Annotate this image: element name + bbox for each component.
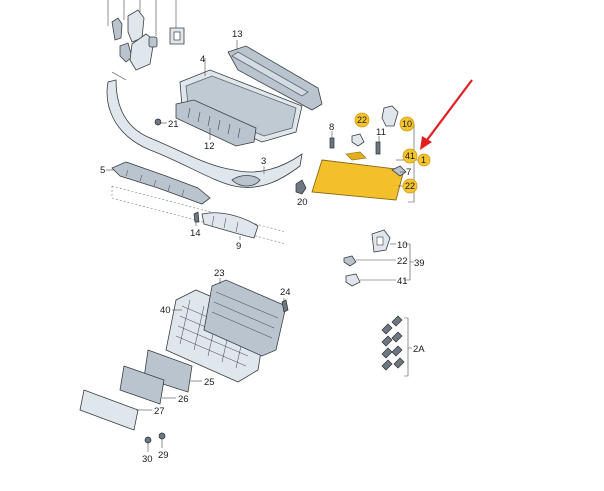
- label-20: 20: [297, 197, 308, 208]
- part-screw-24: [281, 298, 289, 313]
- highlight-callouts: [354, 112, 431, 194]
- part-lower-insert: [175, 99, 257, 147]
- part-screw-14: [193, 211, 200, 226]
- part-plate-bracket: [119, 365, 176, 405]
- label-13: 13: [232, 29, 243, 40]
- label-30: 30: [142, 454, 153, 465]
- label-8: 8: [329, 122, 334, 133]
- label-22-group: 22: [397, 256, 408, 267]
- part-tow-hook-cover-highlight: [311, 151, 405, 201]
- part-bumper-cover: [106, 71, 303, 188]
- label-14: 14: [190, 228, 201, 239]
- part-bracket-20: [295, 179, 307, 195]
- label-24: 24: [280, 287, 291, 298]
- part-crossmember: [227, 40, 323, 111]
- clip-group-top: [107, 0, 185, 71]
- label-29: 29: [158, 450, 169, 461]
- part-license-plate: [79, 389, 152, 431]
- label-41-group: 41: [397, 276, 408, 287]
- part-group-39: [343, 229, 414, 287]
- label-27: 27: [154, 406, 165, 417]
- label-10-group: 10: [397, 240, 408, 251]
- assembly-guide: [111, 185, 287, 245]
- label-39: 39: [414, 258, 425, 269]
- part-fog-grille: [201, 212, 259, 240]
- label-26: 26: [178, 394, 189, 405]
- label-9: 9: [236, 241, 241, 252]
- label-7: 7: [406, 167, 411, 178]
- red-arrow-icon: [420, 79, 473, 150]
- label-2A: 2A: [413, 344, 425, 355]
- part-grille-frame: [203, 278, 287, 357]
- label-25: 25: [204, 377, 215, 388]
- part-screw-8: [329, 131, 335, 149]
- label-21: 21: [168, 119, 179, 130]
- part-bolt-21: [154, 118, 167, 126]
- label-1: 1: [421, 155, 426, 165]
- part-screws-29-30: [144, 432, 166, 452]
- label-5: 5: [100, 165, 105, 176]
- label-22-top: 22: [357, 115, 367, 125]
- label-10-top: 10: [402, 119, 412, 129]
- label-3: 3: [261, 156, 266, 167]
- label-11: 11: [376, 127, 386, 138]
- label-4: 4: [200, 54, 205, 65]
- callout-labels: 13 4 21 12 5 3 20 14 9 8 22 10 11 41 1 7…: [100, 29, 426, 465]
- label-23: 23: [214, 268, 225, 279]
- part-spoiler: [106, 161, 211, 205]
- label-40: 40: [160, 305, 171, 316]
- label-12: 12: [204, 141, 215, 152]
- small-parts-upper: [351, 105, 407, 177]
- label-41-top: 41: [405, 151, 415, 161]
- part-group-2A: [381, 315, 412, 377]
- label-22-low: 22: [405, 181, 415, 191]
